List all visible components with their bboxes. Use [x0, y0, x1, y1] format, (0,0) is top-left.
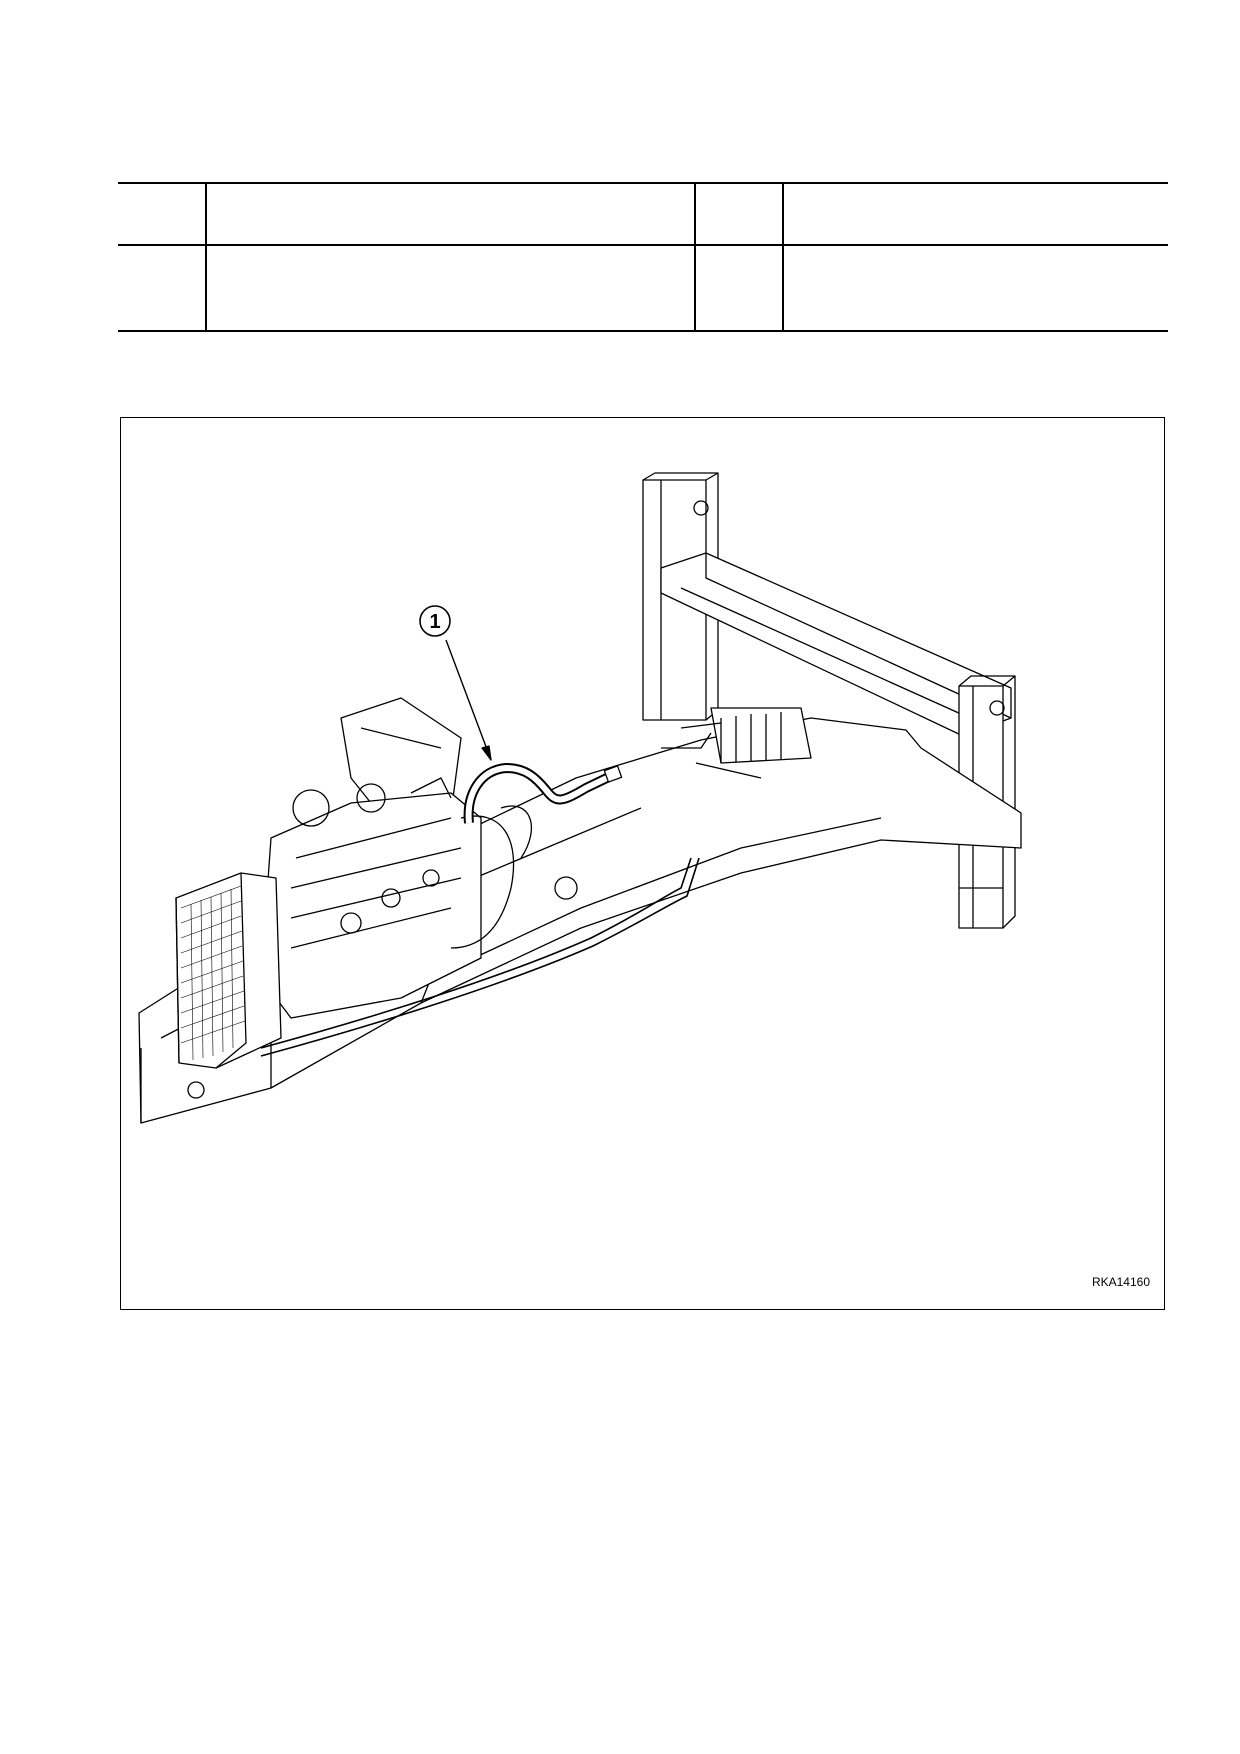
reference-table [118, 182, 1168, 332]
table-row [118, 245, 1168, 332]
table-cell [205, 182, 695, 246]
figure-frame: 1 RKA14160 [120, 417, 1165, 1310]
table-cell [694, 245, 783, 332]
chassis-illustration: 1 [138, 472, 1022, 1124]
table-cell [205, 245, 695, 332]
table-cell [118, 182, 206, 246]
radiator [175, 872, 282, 1069]
table-header-row [118, 182, 1168, 246]
callout-label: 1 [429, 611, 440, 633]
table-cell [118, 245, 206, 332]
table-cell [782, 182, 1168, 246]
hydraulic-hose-1 [463, 763, 623, 824]
return-lines [260, 857, 700, 1057]
control-valve-block [661, 707, 812, 779]
figure-code: RKA14160 [1091, 1275, 1150, 1289]
rear-crossmember [660, 552, 1012, 737]
table-cell [782, 245, 1168, 332]
callout-1 [419, 605, 492, 761]
table-cell [694, 182, 783, 246]
